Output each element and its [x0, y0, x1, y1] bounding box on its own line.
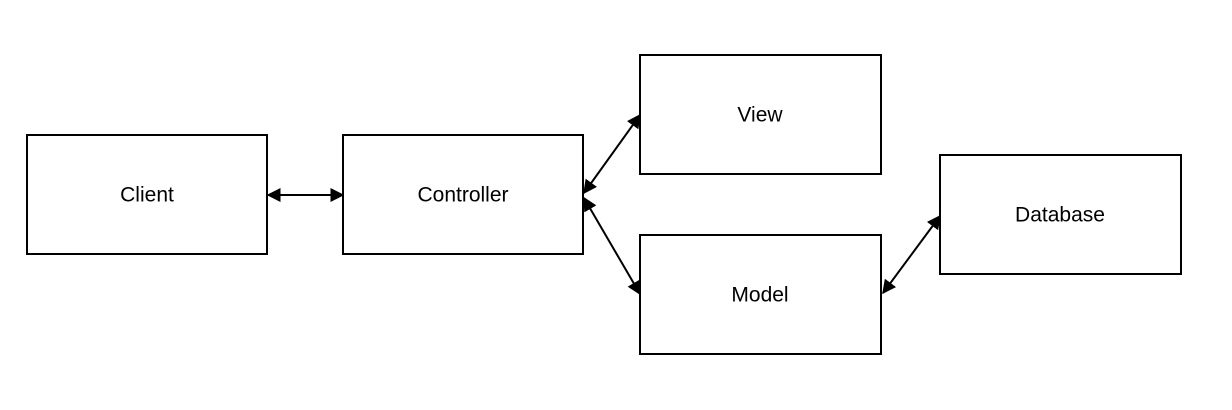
- node-model: Model: [639, 234, 882, 355]
- edge-controller-view: [583, 113, 641, 195]
- node-view-label: View: [737, 104, 783, 127]
- node-database: Database: [939, 154, 1182, 275]
- node-model-label: Model: [731, 284, 788, 307]
- edge-controller-model: [583, 196, 641, 296]
- node-client: Client: [26, 134, 268, 255]
- node-database-label: Database: [1015, 204, 1105, 227]
- node-view: View: [639, 54, 882, 175]
- node-client-label: Client: [120, 184, 174, 207]
- node-controller-label: Controller: [417, 184, 508, 207]
- edge-model-database: [882, 214, 941, 295]
- node-controller: Controller: [342, 134, 584, 255]
